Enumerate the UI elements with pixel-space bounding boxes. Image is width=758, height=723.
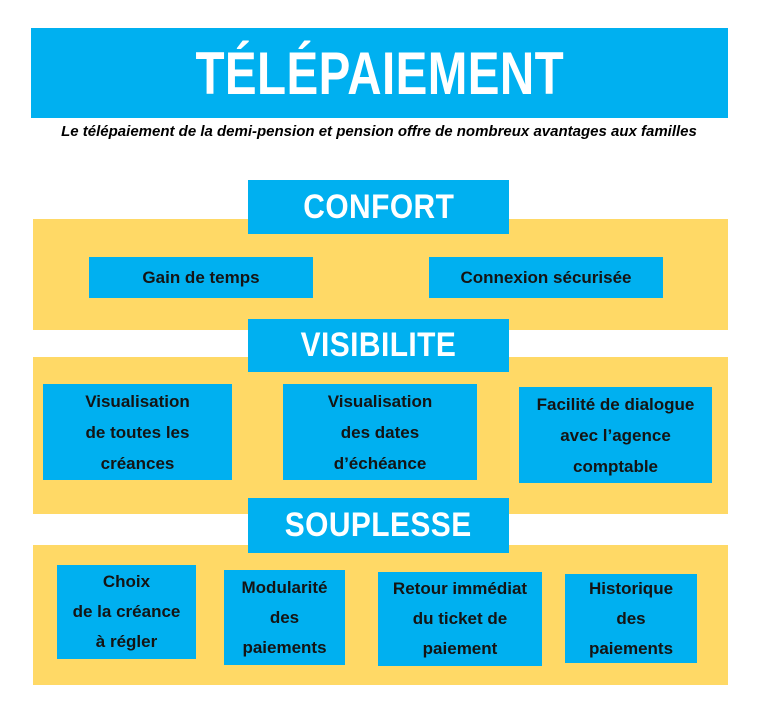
section-title-visibilite-label: VISIBILITE <box>300 325 457 365</box>
item-modularite-paiements: Modularité des paiements <box>224 570 345 665</box>
item-label-line: Retour immédiat <box>392 579 528 598</box>
section-title-confort: CONFORT <box>248 180 509 234</box>
section-title-souplesse-label: SOUPLESSE <box>285 505 472 545</box>
item-visualisation-creances: Visualisation de toutes les créances <box>43 384 232 480</box>
section-title-visibilite: VISIBILITE <box>248 319 509 372</box>
item-choix-creance: Choix de la créance à régler <box>57 565 196 659</box>
section-title-souplesse: SOUPLESSE <box>248 498 509 553</box>
item-label-line: des <box>616 608 646 628</box>
item-label-line: Historique <box>588 578 674 598</box>
item-label-line: Visualisation <box>85 391 190 411</box>
item-label-line: du ticket de <box>412 609 508 628</box>
item-label-line: Facilité de dialogue <box>536 394 695 414</box>
item-label-line: avec l’agence <box>560 425 671 445</box>
item-label-line: des <box>269 607 300 627</box>
item-label-line: créances <box>100 453 175 473</box>
item-retour-ticket: Retour immédiat du ticket de paiement <box>378 572 542 666</box>
item-label-line: paiements <box>588 638 674 658</box>
item-label-line: d’échéance <box>333 453 427 473</box>
item-label-line: Choix <box>102 572 151 591</box>
item-label: Gain de temps <box>142 267 260 287</box>
item-label-line: paiements <box>242 637 327 657</box>
item-facilite-dialogue: Facilité de dialogue avec l’agence compt… <box>519 387 712 483</box>
item-label-line: des dates <box>340 422 420 442</box>
item-label-line: Modularité <box>241 577 328 597</box>
item-label-line: paiement <box>422 639 498 658</box>
item-label-line: de la créance <box>72 602 181 621</box>
page-subtitle: Le télépaiement de la demi-pension et pe… <box>61 123 697 140</box>
item-connexion-securisee: Connexion sécurisée <box>429 257 663 298</box>
section-title-confort-label: CONFORT <box>302 187 455 226</box>
item-label-line: Visualisation <box>327 391 433 411</box>
item-gain-de-temps: Gain de temps <box>89 257 313 298</box>
item-label-line: comptable <box>572 456 659 476</box>
page-title: TÉLÉPAIEMENT <box>195 39 564 107</box>
item-historique-paiements: Historique des paiements <box>565 574 697 663</box>
title-banner: TÉLÉPAIEMENT <box>31 28 728 118</box>
item-label-line: de toutes les <box>85 422 190 442</box>
item-dates-echeance: Visualisation des dates d’échéance <box>283 384 477 480</box>
item-label: Connexion sécurisée <box>460 267 632 287</box>
item-label-line: à régler <box>95 632 158 651</box>
